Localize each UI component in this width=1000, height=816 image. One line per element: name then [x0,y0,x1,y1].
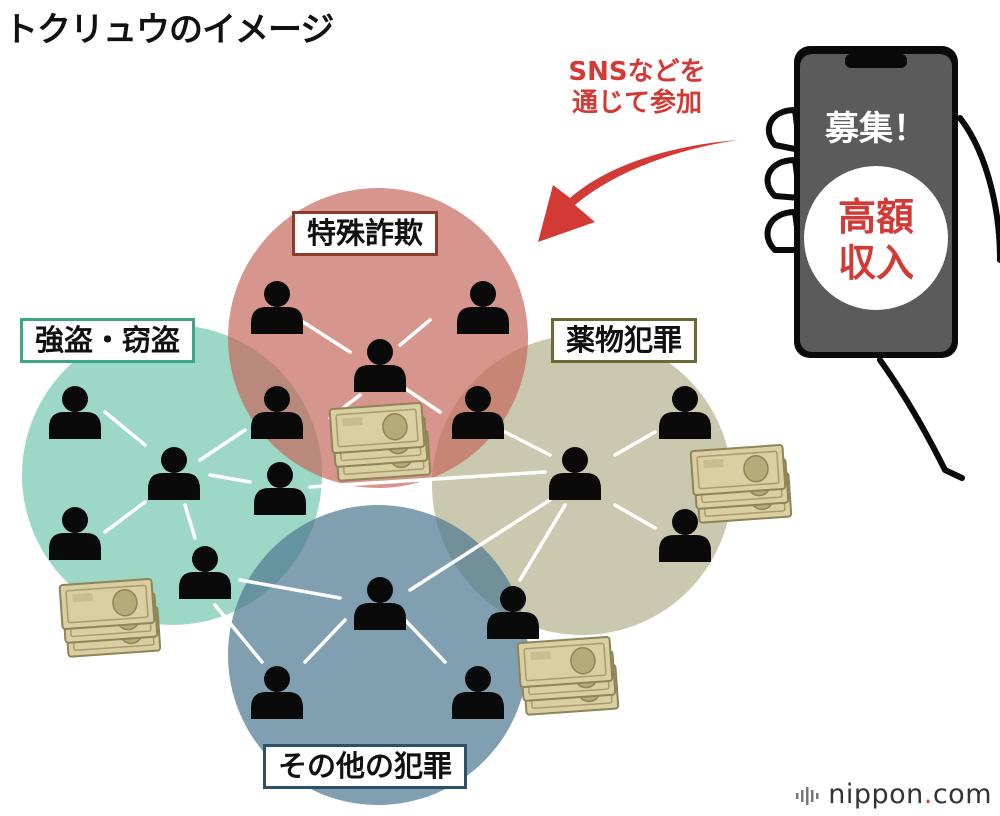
phone-badge [804,166,948,310]
arrow-icon [538,140,738,242]
phone-headline: 募集！ [824,109,927,149]
credit-tld: com [932,779,992,810]
phone-badge-line2: 収入 [838,241,914,285]
circle-fraud [228,188,528,488]
credit-logo: nippon.com [796,779,992,810]
banknote-stack-icon [691,445,792,524]
label-other: その他の犯罪 [263,744,468,790]
label-fraud: 特殊詐欺 [292,211,439,257]
banknote-stack-icon [330,403,431,482]
banknote-stack-icon [518,637,619,716]
callout-text: SNSなどを 通じて参加 [568,57,706,119]
credit-name: nippon [828,779,924,810]
label-robbery: 強盗・窃盗 [20,318,196,364]
credit-dot: . [923,779,933,810]
smartphone-icon: 募集！ 高額 収入 [794,46,958,358]
circle-other [228,505,528,805]
phone-badge-line1: 高額 [838,195,914,239]
label-drugs: 薬物犯罪 [551,318,698,364]
banknote-stack-icon [60,579,161,658]
hand-icon [764,107,1000,481]
page-title: トクリュウのイメージ [4,10,334,50]
logo-bars-icon [796,786,819,805]
